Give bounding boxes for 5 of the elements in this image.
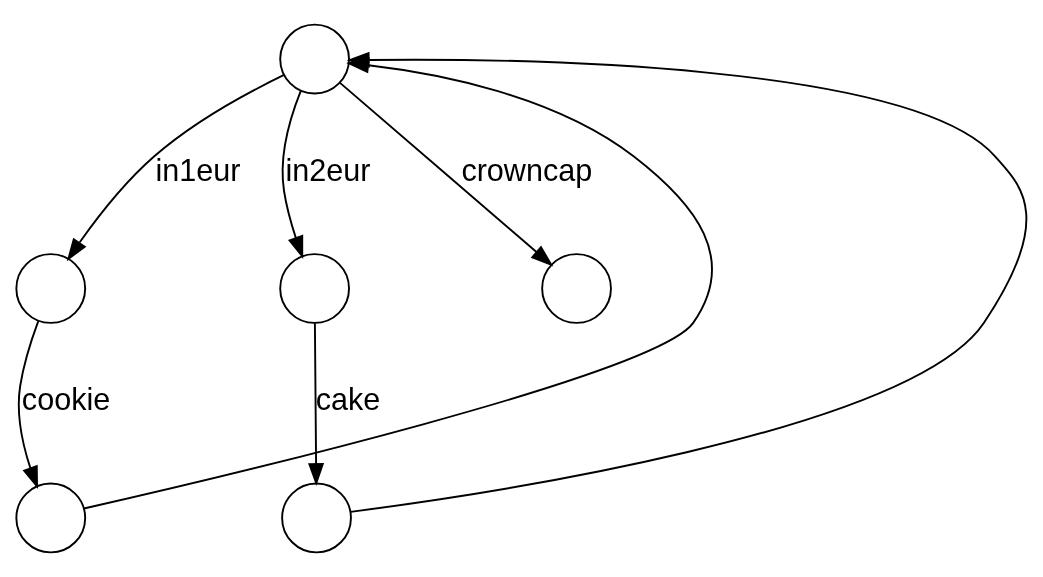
edge-label: in1eur xyxy=(155,153,241,188)
edge-label: in2eur xyxy=(285,153,371,188)
edge-label: cookie xyxy=(21,382,111,417)
edge-label: cake xyxy=(315,382,381,417)
edge-label: crowncap xyxy=(461,153,593,188)
